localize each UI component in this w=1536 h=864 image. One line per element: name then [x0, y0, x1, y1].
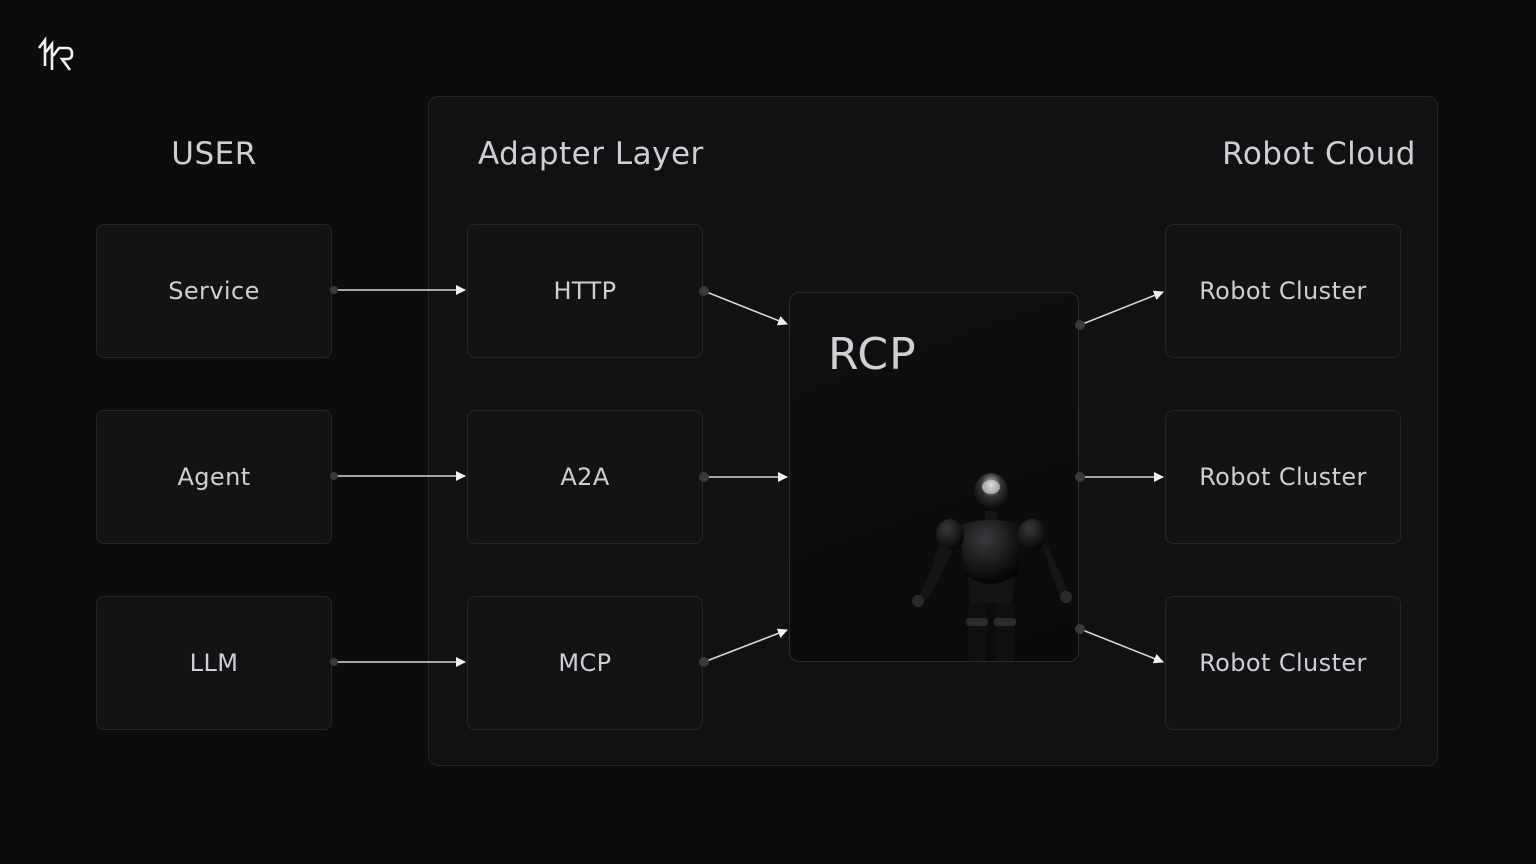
brand-logo-icon — [37, 36, 74, 71]
heading-user: USER — [171, 136, 257, 172]
node-robot-cluster-3: Robot Cluster — [1165, 596, 1401, 730]
heading-robot-cloud: Robot Cloud — [1222, 136, 1416, 172]
node-rcp: RCP — [789, 292, 1079, 662]
humanoid-robot-image — [912, 473, 1072, 661]
rcp-title: RCP — [828, 329, 917, 380]
node-http: HTTP — [467, 224, 703, 358]
node-robot-cluster-1: Robot Cluster — [1165, 224, 1401, 358]
heading-adapter-layer: Adapter Layer — [478, 136, 704, 172]
node-mcp: MCP — [467, 596, 703, 730]
node-llm: LLM — [96, 596, 332, 730]
node-service: Service — [96, 224, 332, 358]
node-robot-cluster-2: Robot Cluster — [1165, 410, 1401, 544]
node-agent: Agent — [96, 410, 332, 544]
node-a2a: A2A — [467, 410, 703, 544]
